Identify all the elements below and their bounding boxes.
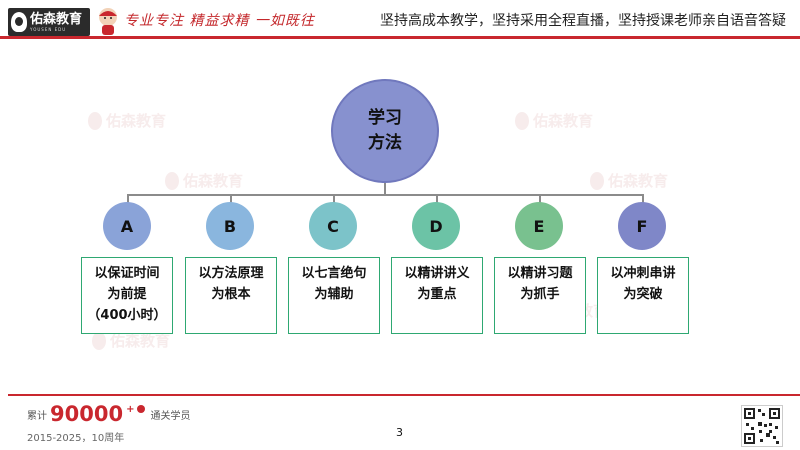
brand-logo: 佑森教育 YOUSEN EDU [8, 8, 90, 36]
box-line: 为重点 [417, 286, 457, 302]
box-line: 为抓手 [520, 286, 560, 302]
node-d: D [412, 202, 460, 250]
node-f: F [618, 202, 666, 250]
method-box-a: 以保证时间 为前提 （400小时） [81, 257, 173, 334]
box-line: （400小时） [87, 307, 167, 323]
root-line: 学习 [368, 108, 402, 129]
node-letter: C [327, 216, 339, 236]
node-letter: B [223, 216, 237, 236]
qr-code-icon [741, 405, 783, 447]
node-letter: D [429, 216, 443, 236]
years-text: 2015-2025，10周年 [27, 433, 125, 444]
node-b: B [206, 202, 254, 250]
branch-connector [539, 194, 541, 203]
box-line: 以保证时间 [94, 266, 160, 281]
root-node-learning-method: 学习 方法 [331, 79, 439, 183]
method-box-d: 以精讲讲义 为重点 [391, 257, 483, 334]
count-prefix: 累计 [27, 411, 47, 422]
node-letter: E [533, 216, 545, 236]
watermark: 佑森教育 [92, 330, 170, 351]
branch-connector [230, 194, 232, 203]
footer-divider [8, 394, 800, 396]
branch-connector [127, 194, 129, 203]
node-a: A [103, 202, 151, 250]
branch-connector [642, 194, 644, 203]
root-line: 方法 [368, 133, 402, 153]
horizontal-connector [127, 194, 642, 196]
box-line: 为突破 [623, 286, 663, 302]
header-slogan-script: 专业专注 精益求精 一如既往 [124, 13, 315, 29]
page-number: 3 [396, 426, 403, 439]
method-box-b: 以方法原理 为根本 [185, 257, 277, 334]
method-box-c: 以七言绝句 为辅助 [288, 257, 380, 334]
logo-text: 佑森教育 [30, 11, 83, 27]
box-line: 为前提 [107, 286, 147, 302]
logo-mark-icon [11, 12, 27, 32]
count-plus: + [126, 404, 135, 415]
watermark: 佑森教育 [88, 110, 166, 131]
watermark: 佑森教育 [590, 170, 668, 191]
branch-connector [436, 194, 438, 203]
method-box-f: 以冲刺串讲 为突破 [597, 257, 689, 334]
watermark: 佑森教育 [515, 110, 593, 131]
logo-subtext: YOUSEN EDU [30, 26, 67, 32]
node-c: C [309, 202, 357, 250]
box-line: 以冲刺串讲 [610, 266, 676, 281]
watermark: 佑森教育 [165, 170, 243, 191]
branch-connector [333, 194, 335, 203]
badge-icon [137, 405, 146, 413]
node-e: E [515, 202, 563, 250]
node-letter: F [636, 216, 648, 236]
box-line: 为根本 [211, 286, 251, 302]
header-divider [0, 36, 800, 39]
box-line: 以方法原理 [198, 266, 264, 281]
root-connector [384, 183, 386, 194]
box-line: 以精讲讲义 [404, 266, 470, 281]
node-letter: A [120, 216, 134, 236]
header-tagline: 坚持高成本教学，坚持采用全程直播，坚持授课老师亲自语音答疑 [380, 13, 786, 29]
method-box-e: 以精讲习题 为抓手 [494, 257, 586, 334]
box-line: 为辅助 [314, 286, 354, 302]
box-line: 以七言绝句 [301, 266, 367, 281]
count-suffix: 通关学员 [150, 411, 191, 422]
student-count-block: 累计 90000 + 通关学员 2015-2025，10周年 [27, 402, 191, 445]
count-number: 90000 [50, 402, 124, 426]
mascot-icon [99, 8, 117, 35]
box-line: 以精讲习题 [507, 266, 573, 281]
